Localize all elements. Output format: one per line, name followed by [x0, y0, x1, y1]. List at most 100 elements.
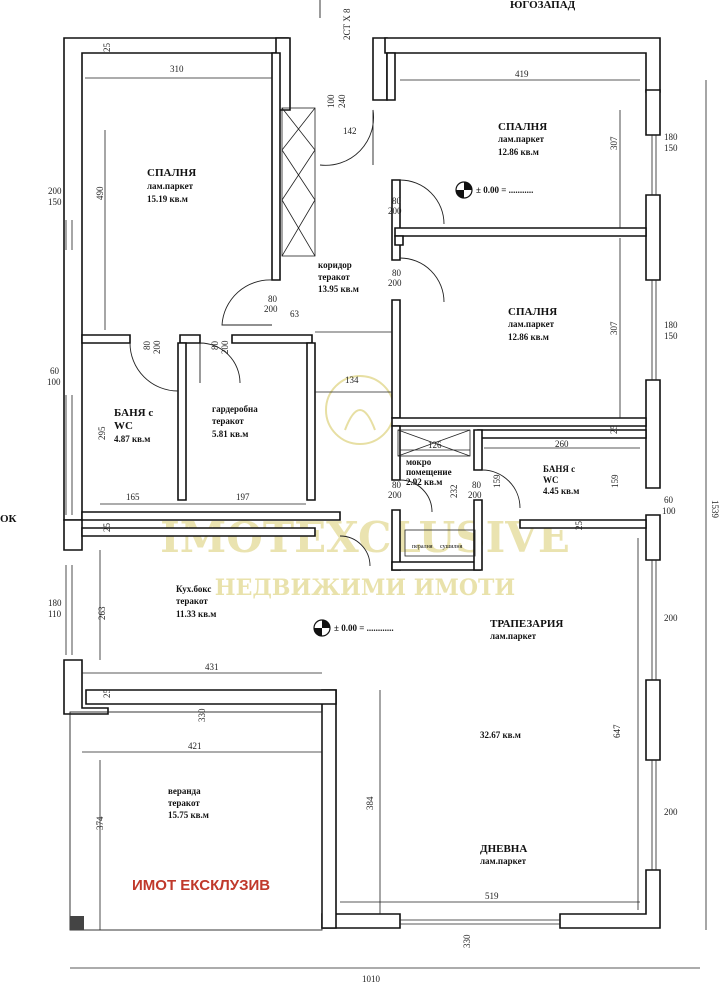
- living-floor: лам.паркет: [480, 856, 527, 866]
- dim-330a: 330: [197, 708, 207, 722]
- dim-260: 260: [555, 439, 569, 449]
- utility-area: 2.92 кв.м: [406, 477, 442, 487]
- door-b-h: 200: [388, 278, 402, 288]
- wardrobe-name: гардеробна: [212, 404, 258, 414]
- door-e-w: 80: [210, 341, 220, 351]
- living-name: ДНЕВНА: [480, 843, 527, 855]
- veranda-name: веранда: [168, 786, 201, 796]
- bath-e-area: 4.45 кв.м: [543, 486, 579, 496]
- watermark-small: НЕДВИЖИМИ ИМОТИ: [215, 575, 515, 601]
- dim-647: 647: [612, 724, 622, 738]
- bath-e-name2: WC: [543, 475, 559, 485]
- dim-490: 490: [95, 186, 105, 200]
- windows: [65, 135, 657, 925]
- doors: [129, 0, 521, 567]
- dim-431: 431: [205, 662, 219, 672]
- bedroom-ne-area: 12.86 кв.м: [498, 147, 539, 157]
- room-labels: СПАЛНЯ лам.паркет 15.19 кв.м СПАЛНЯ лам.…: [114, 121, 579, 866]
- dim-307b: 307: [609, 321, 619, 335]
- dim-295: 295: [97, 426, 107, 440]
- bath-w-area: 4.87 кв.м: [114, 434, 150, 444]
- dimension-labels: 310 419 490 307 307 142 63 134 126 260 1…: [95, 43, 720, 984]
- door-g-w: 80: [472, 480, 482, 490]
- door-f-h: 200: [388, 490, 402, 500]
- win-200-150-b: 150: [48, 197, 62, 207]
- dim-142: 142: [343, 126, 357, 136]
- dining-floor: лам.паркет: [490, 631, 537, 641]
- utility-name2: помещение: [406, 467, 452, 477]
- watermark: IMOTEXCLUSIVE НЕДВИЖИМИ ИМОТИ: [160, 375, 570, 601]
- bath-w-name2: WC: [114, 420, 133, 432]
- dim-63: 63: [290, 309, 300, 319]
- appliance-dryer: сушилня: [440, 544, 463, 550]
- level-ne-text: ± 0.00 = ...........: [476, 185, 533, 195]
- compass-southwest: ЮГОЗАПАД: [510, 0, 576, 11]
- door-a-w: 80: [392, 196, 402, 206]
- entrance-label: 2СТ Х 8: [342, 8, 352, 40]
- living-area-value: 32.67 кв.м: [480, 730, 521, 740]
- dim-421: 421: [188, 741, 202, 751]
- bedroom-e-area: 12.86 кв.м: [508, 332, 549, 342]
- dining-name: ТРАПЕЗАРИЯ: [490, 618, 563, 630]
- win-180-110-a: 180: [48, 598, 62, 608]
- corridor-floor: теракот: [318, 272, 350, 282]
- door-b-w: 80: [392, 268, 402, 278]
- win-200-a: 200: [664, 613, 678, 623]
- level-living-text: ± 0.00 = ............: [334, 623, 394, 633]
- door-c-w: 80: [268, 294, 278, 304]
- appliance-washer: пералня: [412, 544, 433, 550]
- door-c-h: 200: [264, 304, 278, 314]
- bedroom-nw-floor: лам.паркет: [147, 181, 194, 191]
- win-60-100-b: 60: [664, 495, 674, 505]
- wardrobe-floor: теракот: [212, 416, 244, 426]
- dim-310: 310: [170, 64, 184, 74]
- door-d-h: 200: [152, 340, 162, 354]
- dim-519: 519: [485, 891, 499, 901]
- win-180-150-a2: 150: [664, 143, 678, 153]
- corridor-area: 13.95 кв.м: [318, 284, 359, 294]
- win-60-100-a: 60: [50, 366, 60, 376]
- win-180-150-a: 180: [664, 132, 678, 142]
- veranda-outline: [69, 711, 323, 931]
- dim-25a: 25: [102, 43, 112, 53]
- dim-134: 134: [345, 375, 359, 385]
- dim-1010: 1010: [362, 974, 381, 984]
- door-d-w: 80: [142, 341, 152, 351]
- bedroom-nw-area: 15.19 кв.м: [147, 194, 188, 204]
- compass-east: ОК: [0, 513, 17, 525]
- win-60-100-a2: 100: [47, 377, 61, 387]
- dim-25c: 25: [102, 689, 112, 699]
- opening-labels: 100 240 80 200 80 200 80 200 80 200 80 2…: [47, 94, 678, 817]
- bedroom-ne-floor: лам.паркет: [498, 134, 545, 144]
- utility-name: мокро: [406, 457, 432, 467]
- watermark-big: IMOTEXCLUSIVE: [160, 513, 570, 562]
- bath-e-name: БАНЯ с: [543, 464, 575, 474]
- closet-hatch: [281, 107, 476, 557]
- bedroom-ne-name: СПАЛНЯ: [498, 121, 547, 133]
- bedroom-e-name: СПАЛНЯ: [508, 306, 557, 318]
- dim-374: 374: [95, 816, 105, 830]
- dim-263: 263: [97, 606, 107, 620]
- win-180-150-b2: 150: [664, 331, 678, 341]
- opening-entrance-h: 240: [337, 94, 347, 108]
- kitchen-area: 11.33 кв.м: [176, 609, 216, 619]
- opening-entrance-w: 100: [326, 94, 336, 108]
- red-watermark: ИМОТ ЕКСКЛУЗИВ: [132, 877, 270, 894]
- kitchen-floor: теракот: [176, 596, 208, 606]
- dim-25d: 25: [609, 425, 619, 435]
- win-200-b: 200: [664, 807, 678, 817]
- dim-159a: 159: [492, 474, 502, 488]
- dimension-lines: [70, 77, 707, 969]
- bath-w-name: БАНЯ с: [114, 407, 153, 419]
- bedroom-e-floor: лам.паркет: [508, 319, 555, 329]
- dim-159b: 159: [610, 474, 620, 488]
- door-g-h: 200: [468, 490, 482, 500]
- kitchen-name: Кух.бокс: [176, 584, 211, 594]
- veranda-floor: теракот: [168, 798, 200, 808]
- dim-384: 384: [365, 796, 375, 810]
- door-f-w: 80: [392, 480, 402, 490]
- dim-330b: 330: [462, 934, 472, 948]
- door-e-h: 200: [220, 340, 230, 354]
- dim-419: 419: [515, 69, 529, 79]
